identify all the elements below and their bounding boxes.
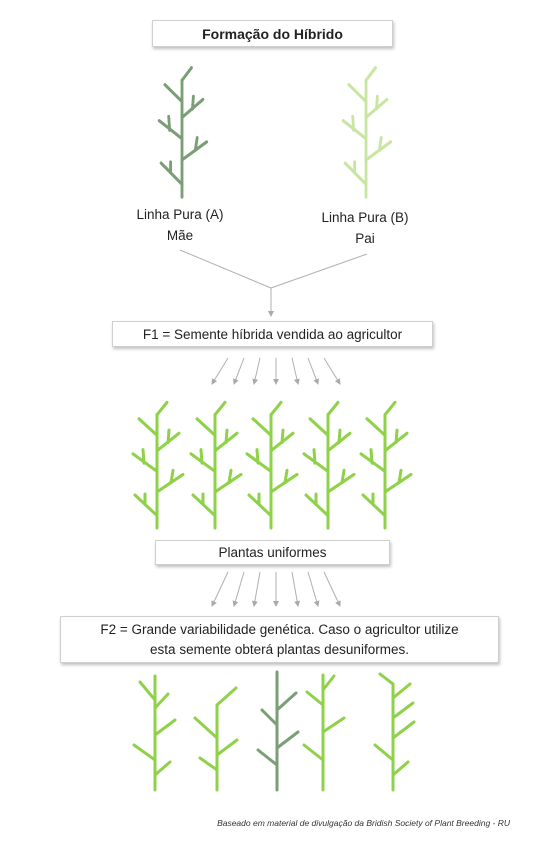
f2-plant-5 (373, 672, 416, 792)
f1-box: F1 = Semente híbrida vendida ao agricult… (112, 321, 433, 347)
parent-arrows (179, 249, 368, 317)
parent-b-label: Linha Pura (B) Pai (300, 207, 430, 249)
f2-box: F2 = Grande variabilidade genética. Caso… (60, 616, 499, 663)
parent-a-line: Linha Pura (A) (136, 207, 224, 222)
parent-b-role: Pai (355, 231, 375, 246)
uniform-plant-2 (189, 400, 243, 530)
f2-line-2: esta semente obterá plantas desuniformes… (150, 642, 409, 657)
diagram-title: Formação do Híbrido (152, 20, 393, 47)
uniform-plant-4 (302, 400, 356, 530)
f1-arrows (211, 357, 341, 385)
parent-a-plant (157, 66, 209, 199)
f2-plants (132, 670, 416, 792)
f2-plant-4 (302, 673, 346, 792)
f2-plant-3 (256, 670, 300, 792)
f2-plant-1 (132, 674, 177, 792)
uniform-plant-3 (245, 400, 299, 530)
source-credit: Baseado em material de divulgação da Bri… (217, 818, 510, 828)
uniform-arrows (211, 571, 341, 607)
uniform-plants (131, 400, 413, 530)
uniform-plants-box: Plantas uniformes (155, 540, 390, 565)
parent-b-line: Linha Pura (B) (321, 210, 409, 225)
f2-line-1: F2 = Grande variabilidade genética. Caso… (100, 622, 459, 637)
f2-plant-2 (193, 686, 239, 792)
parent-a-role: Mãe (166, 228, 194, 243)
parent-b-plant (341, 66, 393, 199)
uniform-plant-5 (359, 400, 413, 530)
uniform-plant-1 (131, 400, 185, 530)
parent-a-label: Linha Pura (A) Mãe (115, 204, 245, 246)
